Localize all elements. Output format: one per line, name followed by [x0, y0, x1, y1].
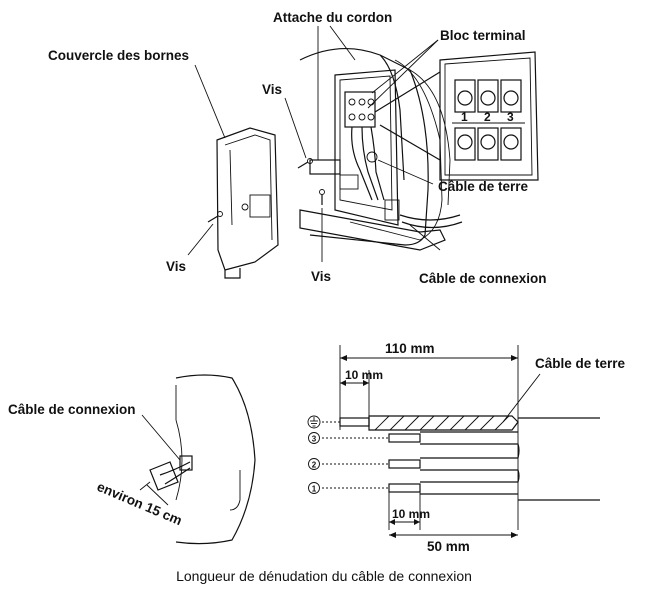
wire-marker-3: 3 [308, 432, 320, 444]
label-50-mm: 50 mm [427, 539, 470, 554]
label-10-mm-top: 10 mm [345, 368, 383, 382]
wire-marker-2: 2 [308, 458, 320, 470]
screw-icons [207, 158, 325, 223]
svg-text:3: 3 [312, 435, 317, 444]
label-attache-du-cordon: Attache du cordon [273, 10, 392, 25]
terminal-block-zoom: 1 2 3 [374, 51, 539, 181]
label-cable-de-connexion-side: Câble de connexion [8, 402, 136, 417]
label-environ-15-cm: environ 15 cm [95, 479, 184, 528]
caption: Longueur de dénudation du câble de conne… [176, 568, 472, 584]
label-cable-de-terre: Câble de terre [438, 179, 529, 194]
label-bloc-terminal: Bloc terminal [440, 28, 526, 43]
label-vis-top: Vis [262, 82, 282, 97]
terminal-number-2: 2 [484, 110, 491, 124]
label-vis-bottom: Vis [311, 269, 331, 284]
wire-marker-1: 1 [308, 482, 320, 494]
svg-text:2: 2 [312, 461, 317, 470]
label-couvercle-des-bornes: Couvercle des bornes [48, 48, 189, 63]
cable-strip-drawing [322, 345, 600, 538]
label-cable-de-connexion: Câble de connexion [419, 271, 547, 286]
label-cable-de-terre-strip: Câble de terre [535, 356, 626, 371]
indoor-unit-drawing [299, 48, 463, 251]
terminal-cover-drawing [216, 127, 279, 279]
svg-text:1: 1 [312, 485, 317, 494]
label-vis-left: Vis [166, 259, 186, 274]
leader-lines [187, 25, 441, 262]
unit-side-drawing [139, 374, 256, 545]
terminal-number-3: 3 [507, 110, 514, 124]
label-10-mm-bottom: 10 mm [392, 507, 430, 521]
label-110-mm: 110 mm [385, 341, 435, 356]
earth-ground-icon [307, 415, 321, 429]
terminal-number-1: 1 [461, 110, 468, 124]
